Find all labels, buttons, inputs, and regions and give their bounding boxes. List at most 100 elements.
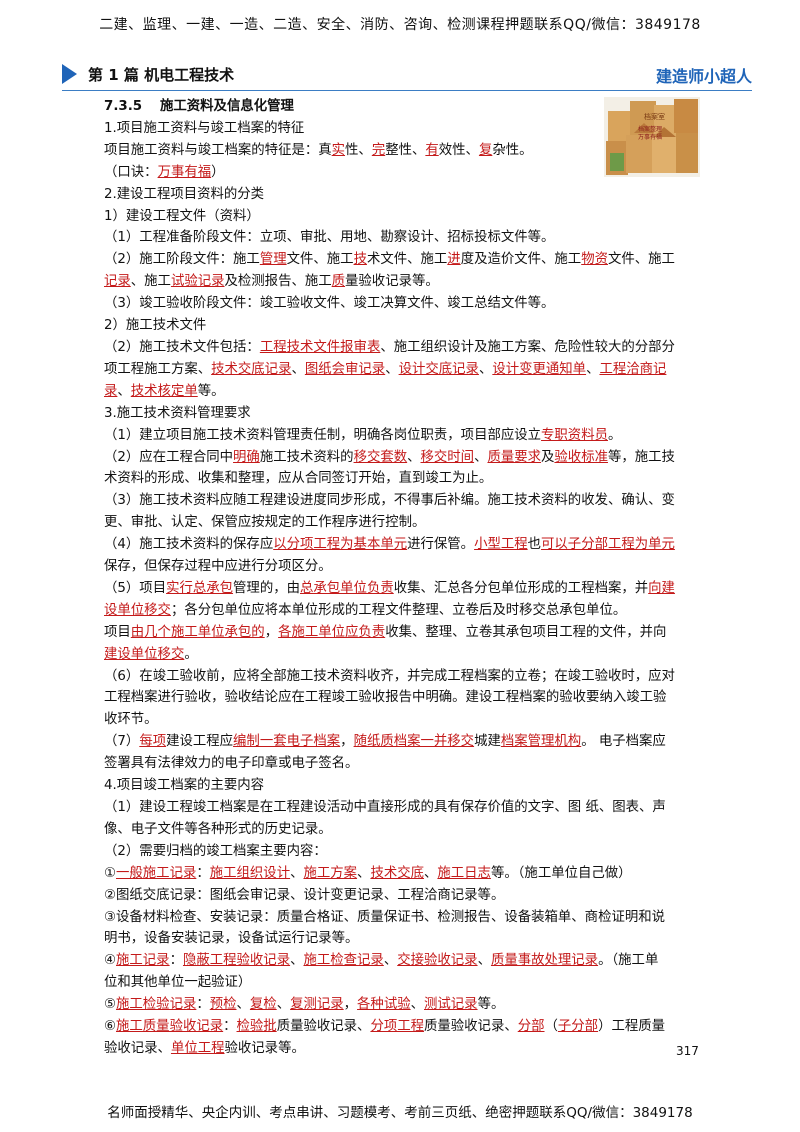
text-line: 2）施工技术文件 [104, 315, 700, 337]
highlighted-text: 完 [371, 142, 386, 158]
text-line: （口诀：万事有福） [104, 162, 700, 184]
text-segment: （2）需要归档的竣工档案主要内容： [104, 843, 327, 859]
text-segment: （1）建设工程竣工档案是在工程建设活动中直接形成的具有保存价值的文字、图 纸、图… [104, 800, 666, 815]
text-segment: 签署具有法律效力的电子印章或电子签名。 [104, 756, 359, 772]
text-line: 工程档案进行验收，验收结论应在工程竣工验收报告中明确。建设工程档案的验收要纳入竣… [104, 687, 700, 709]
text-line: ③设备材料检查、安装记录：质量合格证、质量保证书、检测报告、设备装箱单、商检证明… [104, 907, 700, 929]
highlighted-text: 隐蔽工程验收记录 [182, 953, 291, 969]
highlighted-text: 交接验收记录 [397, 953, 478, 969]
text-segment: （7） [104, 734, 140, 750]
text-segment: ① [104, 865, 117, 881]
text-segment: 、 [407, 449, 421, 465]
highlighted-text: 复测记录 [290, 997, 344, 1013]
text-segment: 、 [477, 953, 491, 969]
highlighted-text: 施工方案 [303, 865, 358, 881]
text-segment: 及 [541, 449, 555, 465]
text-segment: 管理的，由 [233, 580, 300, 596]
text-line: 1.项目施工资料与竣工档案的特征 [104, 118, 700, 140]
text-segment: （1）工程准备阶段文件：立项、审批、用地、勘察设计、招标投标文件等。 [104, 230, 555, 246]
highlighted-text: 进 [447, 252, 461, 268]
text-segment: 等。（施工单位自己做） [490, 865, 632, 881]
highlighted-text: 技术交底记录 [211, 361, 292, 377]
highlighted-text: 分项工程 [370, 1019, 424, 1035]
text-segment: （4）施工技术资料的保存应 [104, 537, 274, 553]
text-segment: 、 [290, 865, 304, 881]
text-line: （2）施工阶段文件：施工管理文件、施工技术文件、施工进度及造价文件、施工物资文件… [104, 249, 700, 271]
text-segment: ， [340, 734, 354, 750]
text-segment: 项目施工资料与竣工档案的特征是：真 [104, 142, 332, 158]
text-line: 记录、施工试验记录及检测报告、施工质量验收记录等。 [104, 271, 700, 293]
text-segment: 验收记录、 [104, 1040, 171, 1056]
text-segment: 项工程施工方案、 [104, 361, 212, 377]
text-segment: 收集、汇总各分包单位形成的工程档案，并 [393, 580, 649, 596]
highlighted-text: 各施工单位应负责 [278, 624, 386, 640]
highlighted-text: 物资 [581, 252, 608, 268]
text-line: 建设单位移交。 [104, 644, 700, 666]
highlighted-text: 各种试验 [357, 997, 411, 1013]
text-segment: ： [196, 997, 210, 1013]
highlighted-text: 记录 [104, 274, 131, 290]
text-segment: （口诀： [104, 164, 158, 180]
highlighted-text: 技术核定单 [130, 383, 198, 399]
text-segment: 2.建设工程项目资料的分类 [104, 186, 265, 202]
highlighted-text: 由几个施工单位承包的 [130, 624, 265, 640]
text-line: 录、技术核定单等。 [104, 381, 700, 403]
text-segment: 。 [607, 427, 622, 443]
text-segment: 收环节。 [104, 712, 158, 728]
text-segment: （2）施工技术文件包括： [104, 339, 260, 355]
text-segment: 文件、施工 [607, 252, 675, 268]
text-segment: 、 [424, 865, 438, 881]
text-segment: （2）应在工程合同中 [104, 449, 234, 465]
highlighted-text: 施工组织设计 [209, 865, 291, 881]
text-line: （1）建设工程竣工档案是在工程建设活动中直接形成的具有保存价值的文字、图 纸、图… [104, 797, 700, 819]
highlighted-text: 万事有福 [157, 164, 212, 180]
text-line: （2）施工技术文件包括：工程技术文件报审表、施工组织设计及施工方案、危险性较大的… [104, 337, 700, 359]
text-line: （2）需要归档的竣工档案主要内容： [104, 841, 700, 863]
highlighted-text: 向建 [648, 580, 675, 596]
highlighted-text: 施工质量验收记录 [116, 1019, 224, 1035]
highlighted-text: 移交套数 [353, 449, 408, 465]
text-segment: 、 [474, 449, 488, 465]
highlighted-text: 明确 [233, 449, 260, 465]
archive-boxes-image: 档案室 档案整理 万事有福 [604, 97, 700, 177]
highlighted-text: 施工检验记录 [116, 997, 197, 1013]
text-segment: 、 [410, 997, 424, 1013]
box-label-1: 档案室 [644, 112, 665, 121]
box-label-2: 档案整理 [638, 125, 662, 133]
highlighted-text: 以分项工程为基本单元 [273, 537, 408, 553]
text-segment: 文件、施工 [286, 252, 354, 268]
highlighted-text: 技术交底 [370, 865, 424, 881]
text-line: （4）施工技术资料的保存应以分项工程为基本单元进行保管。小型工程也可以子分部工程… [104, 534, 700, 556]
bottom-banner: 名师面授精华、央企内训、考点串讲、习题模考、考前三页纸、绝密押题联系QQ/微信：… [107, 1105, 693, 1121]
highlighted-text: 预检 [209, 997, 237, 1013]
section-title: 施工资料及信息化管理 [160, 99, 294, 114]
text-line: 验收记录、单位工程验收记录等。 [104, 1038, 700, 1060]
text-segment: ） [211, 164, 225, 180]
highlighted-text: 设单位移交 [104, 602, 171, 618]
highlighted-text: 档案管理机构 [500, 734, 582, 750]
text-segment: 质量验收记录、 [276, 1019, 371, 1035]
chapter-header: 第 1 篇 机电工程技术 建造师小超人 [62, 58, 752, 91]
text-line: 明书，设备安装记录，设备试运行记录等。 [104, 928, 700, 950]
text-line: （1）工程准备阶段文件：立项、审批、用地、勘察设计、招标投标文件等。 [104, 227, 700, 249]
text-line: （1）建立项目施工技术资料管理责任制，明确各岗位职责，项目部应设立专职资料员。 [104, 425, 700, 447]
chapter-arrow-icon [62, 64, 77, 84]
text-segment: 、 [383, 953, 398, 969]
text-segment: ）工程质量 [598, 1019, 666, 1035]
text-segment: 1）建设工程文件（资料） [104, 208, 260, 224]
highlighted-text: 可以子分部工程为单元 [541, 537, 675, 553]
highlighted-text: 施工记录 [116, 953, 170, 969]
text-segment: 2）施工技术文件 [104, 318, 207, 334]
text-line: （5）项目实行总承包管理的，由总承包单位负责收集、汇总各分包单位形成的工程档案，… [104, 578, 700, 600]
text-line: 术资料的形成、收集和整理，应从合同签订开始，直到竣工为止。 [104, 468, 700, 490]
highlighted-text: 管理 [259, 252, 287, 268]
text-line: 项目施工资料与竣工档案的特征是：真实性、完整性、有效性、复杂性。 [104, 140, 700, 162]
text-segment: 1.项目施工资料与竣工档案的特征 [104, 120, 305, 136]
text-segment: 、 [236, 997, 250, 1013]
text-segment: 工程档案进行验收，验收结论应在工程竣工验收报告中明确。建设工程档案的验收要纳入竣… [104, 690, 667, 706]
highlighted-text: 小型工程 [474, 537, 528, 553]
text-line: 项工程施工方案、技术交底记录、图纸会审记录、设计交底记录、设计变更通知单、工程洽… [104, 359, 700, 381]
highlighted-text: 总承包单位负责 [300, 580, 394, 596]
text-line: 保存，但保存过程中应进行分项区分。 [104, 556, 700, 578]
